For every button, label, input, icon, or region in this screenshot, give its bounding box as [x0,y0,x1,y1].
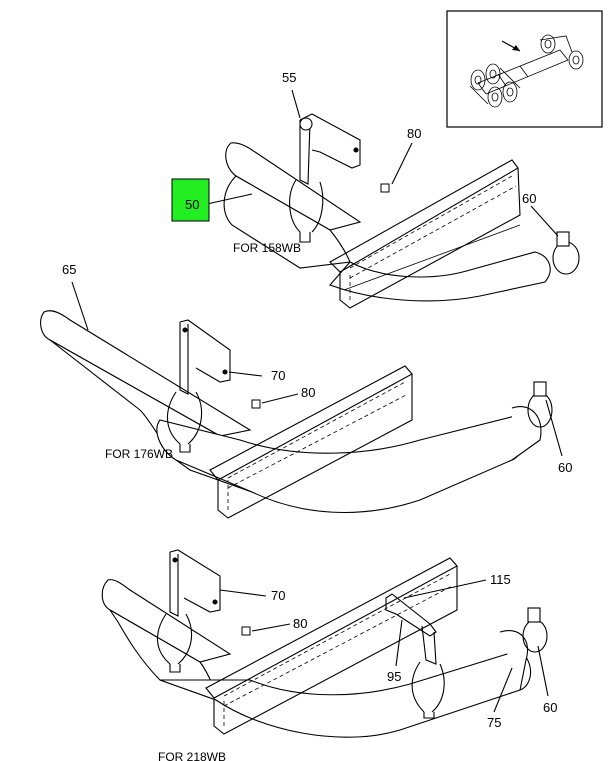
highlight-box [171,178,210,222]
callout-70[interactable]: 70 [271,368,285,383]
leader-lines [71,89,563,713]
bracket-70 [166,319,231,453]
callout-70[interactable]: 70 [271,588,285,603]
frame-rail [329,159,519,273]
part-80 [251,399,261,409]
callout-60[interactable]: 60 [522,191,536,206]
exhaust-pipe [101,579,232,663]
callout-80[interactable]: 80 [293,616,307,631]
callout-60[interactable]: 60 [543,700,557,715]
callout-115[interactable]: 115 [490,572,511,587]
callout-95[interactable]: 95 [387,669,401,684]
callout-80[interactable]: 80 [301,385,315,400]
clamp-60 [552,231,580,275]
callout-60[interactable]: 60 [558,460,572,475]
callout-75[interactable]: 75 [487,715,501,730]
bracket-70 [156,549,221,673]
caption-176wb: FOR 176WB [105,447,173,461]
callout-50[interactable]: 50 [185,197,199,212]
assembly-176wb [40,310,553,519]
callout-80[interactable]: 80 [407,126,421,141]
clamp-60 [527,381,553,428]
assembly-218wb [101,549,548,738]
bracket-115 [385,593,445,719]
caption-218wb: FOR 218WB [158,750,226,761]
clamp-60 [522,607,548,653]
callout-65[interactable]: 65 [62,262,76,277]
chassis-locator-inset [446,10,603,128]
callout-55[interactable]: 55 [282,70,296,85]
bracket-55 [289,113,361,243]
exhaust-pipe [40,310,252,437]
part-80 [241,626,251,636]
part-80 [380,183,390,193]
caption-158wb: FOR 158WB [233,241,301,255]
assembly-158wb [223,113,580,309]
